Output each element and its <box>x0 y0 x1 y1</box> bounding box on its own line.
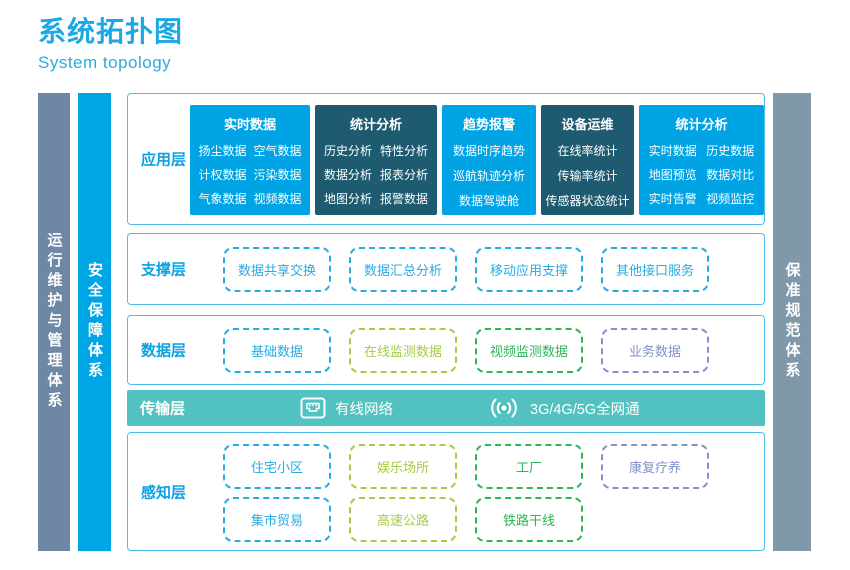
layer-application-label: 应用层 <box>141 151 187 169</box>
perception-chip-row-1: 住宅小区 娱乐场所 工厂 康复疗养 <box>223 444 709 489</box>
wired-network-item: 有线网络 <box>300 390 393 426</box>
app-box-items: 扬尘数据 空气数据 计权数据 污染数据 气象数据 视频数据 <box>190 142 310 207</box>
app-item: 视频监控 <box>706 192 755 206</box>
perception-chip: 铁路干线 <box>475 497 583 542</box>
support-chip: 移动应用支撑 <box>475 247 583 292</box>
support-chip: 数据共享交换 <box>223 247 331 292</box>
layer-support-label: 支撑层 <box>141 261 187 279</box>
page-subtitle: System topology <box>38 53 172 72</box>
app-item: 数据驾驶舱 <box>458 194 519 208</box>
app-box-title: 实时数据 <box>223 117 276 132</box>
app-item: 地图预览 <box>648 168 697 182</box>
layer-transmission-label: 传输层 <box>140 400 186 418</box>
data-chip-group: 基础数据 在线监测数据 视频监测数据 业务数据 <box>223 328 709 373</box>
layer-perception-label: 感知层 <box>141 484 187 501</box>
app-item: 报表分析 <box>379 168 428 182</box>
layer-data-label: 数据层 <box>141 342 187 360</box>
perception-chip: 高速公路 <box>349 497 457 542</box>
app-item: 扬尘数据 <box>198 144 247 158</box>
support-chip-group: 数据共享交换 数据汇总分析 移动应用支撑 其他接口服务 <box>223 247 709 292</box>
pillar-security-label: 安全保障体系 <box>86 262 103 382</box>
layer-application: 应用层 实时数据 扬尘数据 空气数据 计权数据 污染数据 气象数据 视频数据 统… <box>127 93 765 225</box>
app-item: 历史分析 <box>323 144 372 158</box>
app-box-items: 实时数据 历史数据 地图预览 数据对比 实时告警 视频监控 <box>639 142 764 207</box>
app-item: 历史数据 <box>706 144 755 158</box>
app-item: 计权数据 <box>198 168 247 182</box>
app-box-title: 设备运维 <box>561 117 614 132</box>
app-box-device-operation: 设备运维 在线率统计 传输率统计 传感器状态统计 <box>541 105 634 215</box>
wireless-signal-icon <box>491 398 517 418</box>
layer-perception: 感知层 住宅小区 娱乐场所 工厂 康复疗养 集市贸易 高速公路 铁路干线 <box>127 432 765 551</box>
app-box-title: 趋势报警 <box>462 117 515 132</box>
app-item: 实时告警 <box>648 192 697 206</box>
pillar-security: 安全保障体系 <box>78 93 111 551</box>
pillar-standards-label: 保准规范体系 <box>783 262 801 382</box>
perception-chip: 工厂 <box>475 444 583 489</box>
app-box-statistics-analysis: 统计分析 历史分析 特性分析 数据分析 报表分析 地图分析 报警数据 <box>315 105 437 215</box>
app-box-title: 统计分析 <box>675 117 728 132</box>
wireless-network-item: 3G/4G/5G全网通 <box>487 390 640 426</box>
app-box-title: 统计分析 <box>349 117 402 132</box>
page-header: 系统拓扑图 System topology <box>38 10 183 73</box>
data-chip: 基础数据 <box>223 328 331 373</box>
app-box-items: 历史分析 特性分析 数据分析 报表分析 地图分析 报警数据 <box>315 142 437 207</box>
app-box-statistics-analysis-2: 统计分析 实时数据 历史数据 地图预览 数据对比 实时告警 视频监控 <box>639 105 764 215</box>
application-box-group: 实时数据 扬尘数据 空气数据 计权数据 污染数据 气象数据 视频数据 统计分析 … <box>190 105 764 215</box>
app-item: 污染数据 <box>253 168 302 182</box>
perception-chip-row-2: 集市贸易 高速公路 铁路干线 <box>223 497 583 542</box>
page-title: 系统拓扑图 <box>38 16 184 47</box>
app-item: 视频数据 <box>253 192 302 206</box>
pillar-operation-maintenance: 运行维护与管理体系 <box>38 93 70 551</box>
app-item: 气象数据 <box>198 192 247 206</box>
wireless-network-label: 3G/4G/5G全网通 <box>530 401 640 418</box>
app-item: 巡航轨迹分析 <box>452 169 525 183</box>
wired-network-label: 有线网络 <box>335 401 393 418</box>
app-item: 数据对比 <box>706 168 755 182</box>
ethernet-port-icon <box>300 397 326 419</box>
app-item: 数据分析 <box>323 168 372 182</box>
perception-chip: 集市贸易 <box>223 497 331 542</box>
app-item: 传输率统计 <box>557 169 618 183</box>
app-item: 空气数据 <box>253 144 302 158</box>
app-item: 报警数据 <box>379 192 428 206</box>
layer-support: 支撑层 数据共享交换 数据汇总分析 移动应用支撑 其他接口服务 <box>127 233 765 305</box>
app-item: 传感器状态统计 <box>545 194 630 208</box>
app-box-items: 在线率统计 传输率统计 传感器状态统计 <box>541 142 634 209</box>
perception-chip: 娱乐场所 <box>349 444 457 489</box>
perception-chip: 住宅小区 <box>223 444 331 489</box>
pillar-operation-maintenance-label: 运行维护与管理体系 <box>45 232 63 412</box>
app-item: 实时数据 <box>648 144 697 158</box>
support-chip: 其他接口服务 <box>601 247 709 292</box>
app-item: 在线率统计 <box>557 144 618 158</box>
layer-transmission: 传输层 有线网络 3G/4G/5G全网通 <box>127 390 765 426</box>
app-item: 地图分析 <box>323 192 372 206</box>
layer-data: 数据层 基础数据 在线监测数据 视频监测数据 业务数据 <box>127 315 765 385</box>
app-box-items: 数据时序趋势 巡航轨迹分析 数据驾驶舱 <box>442 142 536 209</box>
app-box-trend-alarm: 趋势报警 数据时序趋势 巡航轨迹分析 数据驾驶舱 <box>442 105 536 215</box>
app-item: 数据时序趋势 <box>452 144 525 158</box>
app-box-realtime-data: 实时数据 扬尘数据 空气数据 计权数据 污染数据 气象数据 视频数据 <box>190 105 310 215</box>
app-item: 特性分析 <box>379 144 428 158</box>
data-chip: 在线监测数据 <box>349 328 457 373</box>
pillar-standards: 保准规范体系 <box>773 93 811 551</box>
data-chip: 视频监测数据 <box>475 328 583 373</box>
support-chip: 数据汇总分析 <box>349 247 457 292</box>
data-chip: 业务数据 <box>601 328 709 373</box>
perception-chip: 康复疗养 <box>601 444 709 489</box>
